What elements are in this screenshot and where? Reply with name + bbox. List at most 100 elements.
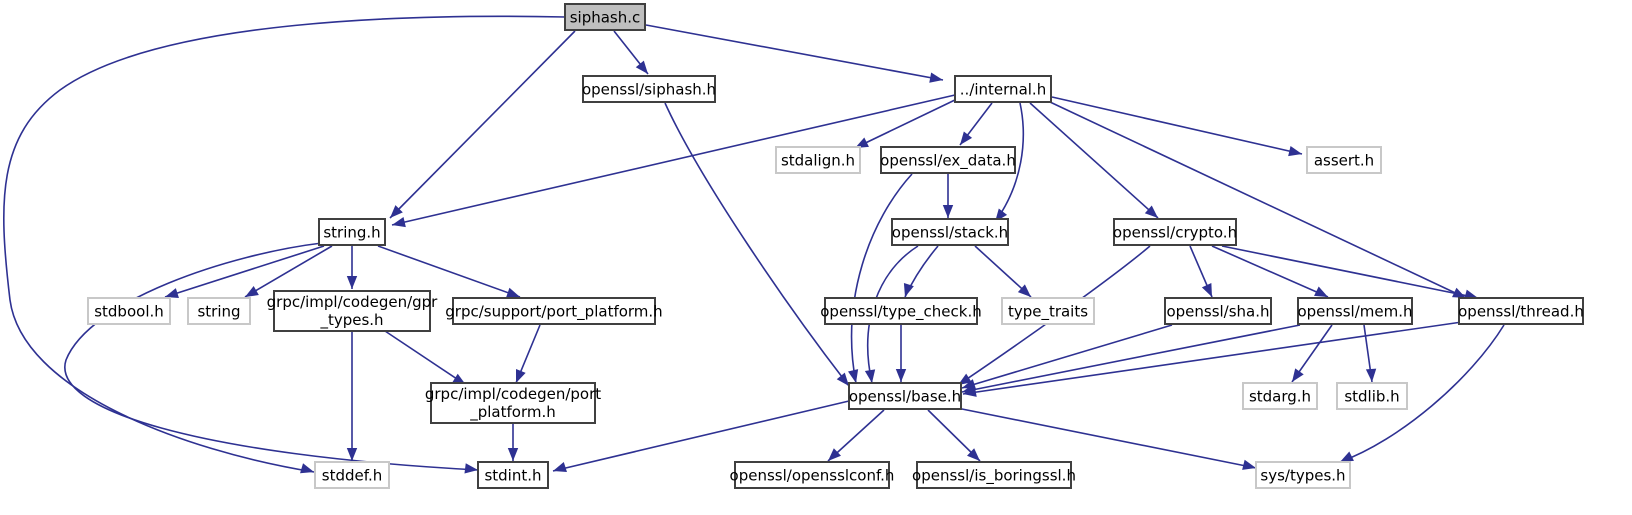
graph-node-stdarg_h[interactable]: stdarg.h (1242, 382, 1318, 410)
node-box[interactable] (954, 75, 1052, 103)
arrowhead-icon (464, 463, 478, 474)
graph-node-internal_h[interactable]: ../internal.h (954, 75, 1052, 103)
edge-string_h-to-gpr_types_h (346, 246, 358, 289)
edge-line (1339, 324, 1505, 463)
graph-node-mem_h[interactable]: openssl/mem.h (1297, 297, 1413, 325)
graph-node-opensslconf_h[interactable]: openssl/opensslconf.h (730, 461, 895, 489)
edge-string_h-to-stdint_h (64, 242, 479, 474)
edge-line (850, 173, 913, 384)
node-box[interactable] (318, 218, 386, 246)
edge-crypto_h-to-sha_h (1189, 245, 1213, 298)
node-box[interactable] (87, 297, 171, 325)
arrowhead-icon (967, 448, 980, 461)
graph-node-stack_h[interactable]: openssl/stack.h (891, 218, 1009, 246)
edge-ex_data_h-to-base_h (848, 173, 913, 384)
graph-node-sys_types_h[interactable]: sys/types.h (1255, 461, 1351, 489)
graph-node-thread_h[interactable]: openssl/thread.h (1458, 297, 1584, 325)
arrowhead-icon (392, 217, 406, 228)
graph-node-type_check_h[interactable]: openssl/type_check.h (820, 297, 982, 325)
edge-internal_h-to-crypto_h (1029, 102, 1159, 219)
arrowhead-icon (960, 131, 973, 145)
arrowhead-icon (895, 369, 907, 382)
arrowhead-icon (1365, 368, 1377, 382)
graph-node-string_cpp[interactable]: string (187, 297, 251, 325)
arrowhead-icon (553, 462, 567, 472)
node-box[interactable] (1001, 297, 1095, 325)
node-box[interactable] (564, 3, 646, 31)
node-box[interactable] (582, 75, 716, 103)
edge-line (384, 330, 467, 386)
node-box[interactable] (1242, 382, 1318, 410)
graph-node-stddef_h[interactable]: stddef.h (314, 461, 390, 489)
edge-gpr_types_h-to-stddef_h (346, 331, 358, 461)
node-box[interactable] (1458, 297, 1584, 325)
node-box[interactable] (775, 146, 861, 174)
edge-base_h-to-is_boringssl_h (927, 409, 981, 462)
node-box[interactable] (1164, 297, 1272, 325)
node-box[interactable] (891, 218, 1009, 246)
edge-thread_h-to-base_h (962, 321, 1463, 397)
arrowhead-icon (1201, 283, 1212, 297)
graph-node-siphash_c[interactable]: siphash.c (564, 3, 646, 31)
graph-node-port_platform_h[interactable]: grpc/support/port_platform.h (445, 297, 663, 325)
node-box[interactable] (824, 297, 978, 325)
edge-line (961, 324, 1173, 389)
node-box[interactable] (452, 297, 656, 325)
edge-line (389, 30, 576, 219)
edge-internal_h-to-ex_data_h (959, 102, 993, 146)
arrowhead-icon (1288, 145, 1302, 157)
edge-line (244, 245, 333, 298)
graph-node-stdint_h[interactable]: stdint.h (477, 461, 549, 489)
arrowhead-icon (1340, 451, 1354, 462)
arrowhead-icon (506, 287, 520, 298)
node-box[interactable] (477, 461, 549, 489)
node-box[interactable] (734, 461, 890, 489)
node-box[interactable] (1113, 218, 1237, 246)
node-box[interactable] (430, 382, 596, 424)
graph-node-string_h[interactable]: string.h (318, 218, 386, 246)
edge-line (854, 98, 958, 149)
arrowhead-icon (942, 205, 954, 218)
graph-node-openssl_siphash[interactable]: openssl/siphash.h (582, 75, 716, 103)
node-box[interactable] (1255, 461, 1351, 489)
graph-node-stdbool_h[interactable]: stdbool.h (87, 297, 171, 325)
edge-internal_h-to-string_h (391, 94, 956, 228)
graph-node-base_h[interactable]: openssl/base.h (848, 382, 962, 410)
graph-node-crypto_h[interactable]: openssl/crypto.h (1113, 218, 1237, 246)
graph-node-assert_h[interactable]: assert.h (1306, 146, 1382, 174)
arrowhead-icon (507, 448, 519, 461)
edge-internal_h-to-thread_h (1049, 101, 1467, 299)
node-box[interactable] (916, 461, 1072, 489)
node-box[interactable] (187, 297, 251, 325)
edge-line (377, 245, 521, 298)
arrowhead-icon (245, 286, 259, 297)
graph-node-port_platform2_h[interactable]: grpc/impl/codegen/port_platform.h (425, 382, 601, 424)
edge-type_check_h-to-base_h (895, 325, 907, 382)
graph-node-sha_h[interactable]: openssl/sha.h (1164, 297, 1272, 325)
edge-siphash_c-to-stddef_h (2, 15, 567, 474)
node-box[interactable] (273, 290, 431, 332)
edge-stack_h-to-type_check_h (903, 245, 939, 298)
arrowhead-icon (855, 137, 869, 148)
edge-line (645, 24, 944, 81)
edge-mem_h-to-stdarg_h (1291, 324, 1333, 383)
node-box[interactable] (1306, 146, 1382, 174)
node-box[interactable] (848, 382, 962, 410)
edge-line (552, 400, 850, 472)
node-box[interactable] (314, 461, 390, 489)
graph-node-is_boringssl_h[interactable]: openssl/is_boringssl.h (912, 461, 1076, 489)
edge-line (391, 94, 956, 226)
graph-node-ex_data_h[interactable]: openssl/ex_data.h (880, 146, 1016, 174)
node-box[interactable] (1297, 297, 1413, 325)
graph-node-stdlib_h[interactable]: stdlib.h (1336, 382, 1408, 410)
arrowhead-icon (903, 283, 914, 297)
arrowhead-icon (1144, 205, 1158, 218)
graph-node-gpr_types_h[interactable]: grpc/impl/codegen/gpr_types.h (267, 290, 439, 332)
graph-node-type_traits[interactable]: type_traits (1001, 297, 1095, 325)
arrowhead-icon (165, 288, 179, 299)
arrowhead-icon (1242, 459, 1256, 470)
node-box[interactable] (880, 146, 1016, 174)
graph-node-stdalign_h[interactable]: stdalign.h (775, 146, 861, 174)
node-box[interactable] (1336, 382, 1408, 410)
